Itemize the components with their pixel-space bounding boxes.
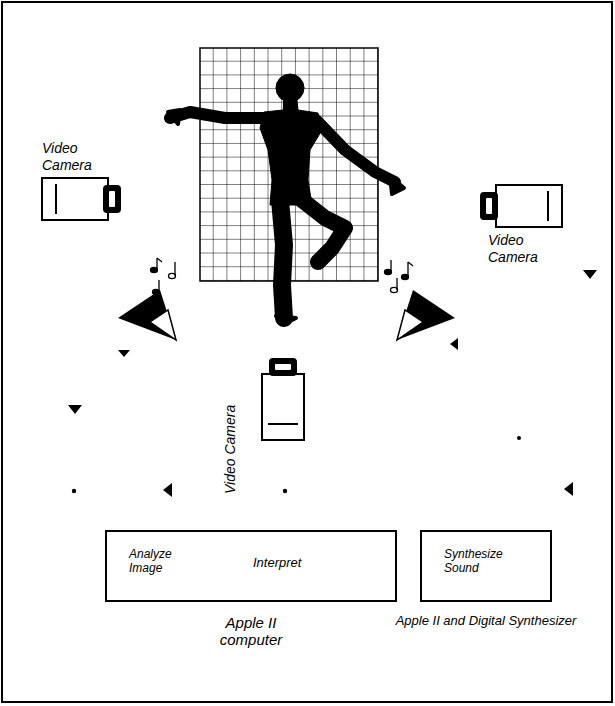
camera-label: Video Camera: [42, 140, 112, 174]
camera-label: Video Camera: [222, 404, 239, 494]
speaker-icon: [118, 290, 176, 357]
synthesizer-label: Apple II and Digital Synthesizer: [391, 614, 581, 629]
synthesizer-box: Synthesize SoundApple II and Digital Syn…: [420, 530, 552, 602]
video-camera-icon: [42, 178, 120, 220]
video-camera-icon: [481, 185, 562, 227]
signal-markers: [68, 270, 597, 570]
process-step: Interpret: [253, 556, 301, 571]
video-camera-icon: [262, 359, 304, 440]
process-step: Synthesize Sound: [444, 548, 514, 576]
computer-box: Analyze ImageInterpretApple II computer: [105, 530, 397, 602]
music-notes: [151, 258, 414, 295]
speaker-icon: [397, 290, 458, 350]
computer-label: Apple II computer: [206, 614, 296, 649]
camera-label: Video Camera: [488, 232, 558, 266]
dancer-silhouette: [168, 74, 404, 324]
process-step: Analyze Image: [129, 548, 191, 576]
